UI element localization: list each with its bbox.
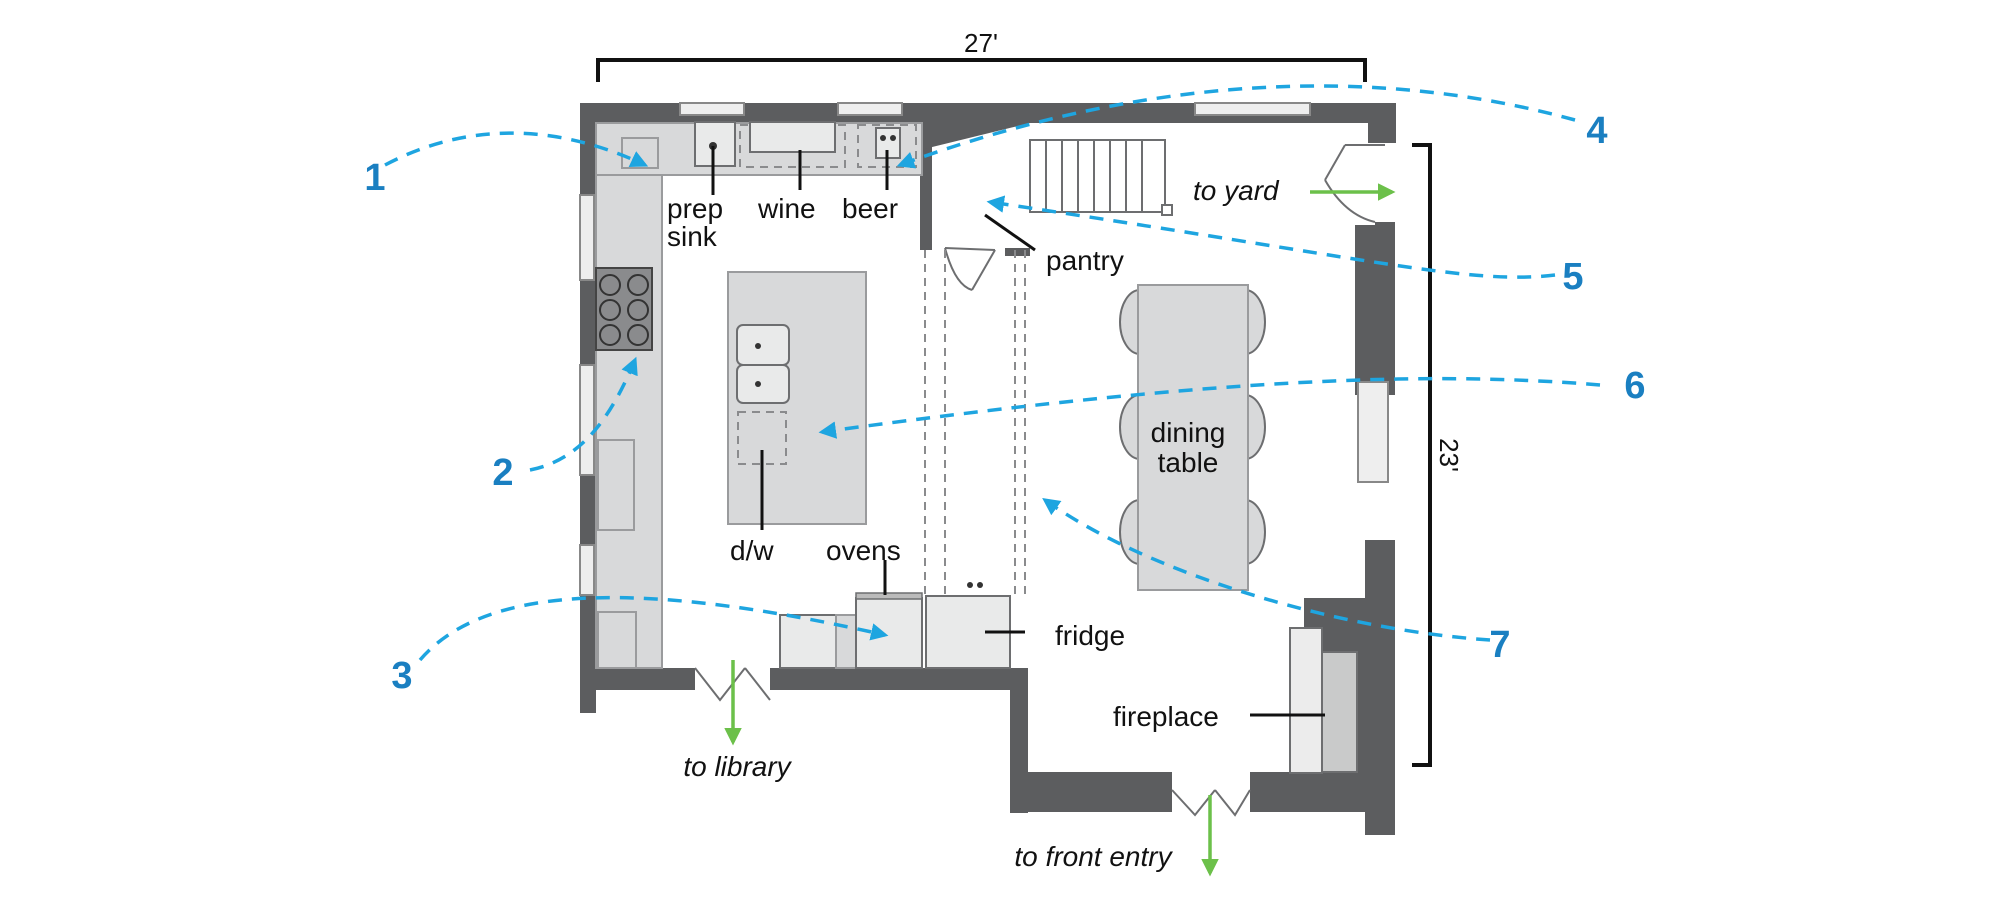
passage-dashed-lines (924, 250, 1026, 600)
callout-6: 6 (1624, 365, 1645, 407)
leader-lines (711, 146, 1325, 717)
fireplace-label: fireplace (1113, 701, 1219, 732)
wine-label: wine (757, 193, 816, 224)
depth-dimension: 23' (1412, 143, 1464, 767)
callout-2-arrow (529, 356, 638, 472)
perimeter-counter (595, 122, 923, 669)
callout-6-arrow (818, 376, 1601, 439)
fridge-label: fridge (1055, 620, 1125, 651)
callout-1: 1 (364, 157, 385, 199)
table-label: table (1158, 447, 1219, 478)
to-library-label: to library (683, 751, 792, 782)
to-front-entry-direction: to front entry (1014, 795, 1219, 877)
fireplace-fixture (1289, 627, 1358, 774)
ovens-fixture (779, 592, 923, 669)
kitchen-island (727, 271, 867, 525)
depth-dimension-label: 23' (1434, 438, 1464, 472)
callout-routes (384, 84, 1601, 662)
sink-label: sink (667, 221, 718, 252)
to-library-direction: to library (683, 660, 793, 782)
callout-4: 4 (1586, 110, 1607, 152)
callout-3: 3 (391, 655, 412, 697)
callout-4-arrow (896, 84, 1576, 169)
to-yard-label: to yard (1193, 175, 1280, 206)
range-cooktop (595, 267, 653, 351)
callout-2: 2 (492, 452, 513, 494)
dining-table-fixture (1119, 284, 1266, 591)
wine-cooler-fixture (739, 121, 846, 168)
callout-3-arrow (418, 595, 889, 662)
pantry-label: pantry (1046, 245, 1124, 276)
pantry-door (944, 247, 996, 291)
library-door (694, 667, 771, 702)
callout-numbers: 1 2 3 4 5 6 7 (364, 110, 1645, 697)
dining-label: dining (1151, 417, 1226, 448)
staircase (1029, 139, 1173, 216)
to-yard-direction: to yard (1193, 175, 1396, 206)
beer-label: beer (842, 193, 898, 224)
fridge-fixture (925, 582, 1011, 669)
width-dimension-label: 27' (964, 28, 998, 58)
yard-door (1324, 144, 1385, 223)
width-dimension: 27' (596, 28, 1367, 82)
callout-5-arrow (986, 195, 1556, 279)
to-front-entry-label: to front entry (1014, 841, 1173, 872)
callout-1-arrow (384, 131, 649, 167)
callout-7-arrow (1042, 497, 1491, 642)
ovens-label: ovens (826, 535, 901, 566)
callout-5: 5 (1562, 256, 1583, 298)
windows (579, 102, 1389, 596)
prep-label: prep (667, 193, 723, 224)
prep-sink-fixture (694, 121, 736, 167)
callout-7: 7 (1489, 624, 1510, 666)
dw-label: d/w (730, 535, 774, 566)
